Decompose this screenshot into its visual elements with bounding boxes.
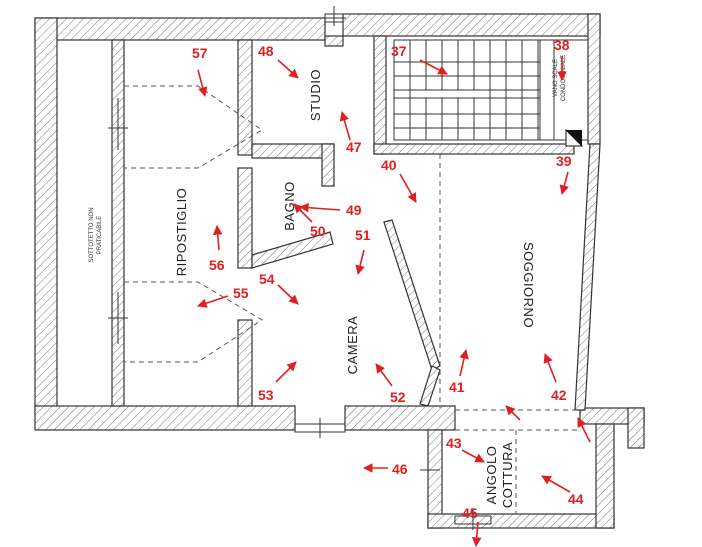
arrow-50 — [293, 203, 313, 223]
wall-left — [34, 17, 58, 411]
room-label-sottotetto-2: PRATICABILE — [97, 216, 103, 255]
wall-soggiorno-right — [574, 143, 601, 411]
photo-point-39: 39 — [556, 153, 572, 169]
room-label-cottura: COTTURA — [500, 442, 515, 508]
room-label-sottotetto-1: SOTTOTETTO NON — [89, 207, 95, 262]
arrow-39 — [559, 171, 569, 195]
wall-camera-diagonal — [383, 219, 441, 371]
room-label-angolo: ANGOLO — [484, 446, 499, 505]
wall-studio-right — [324, 35, 344, 47]
room-label-vano-scale-1: VANO SCALE — [553, 59, 559, 97]
room-labels: STUDIO BAGNO RIPOSTIGLIO CAMERA SOGGIORN… — [89, 55, 567, 508]
wall-right-upper — [587, 13, 601, 145]
wall-kitchen-left — [427, 429, 443, 529]
wall-rip-right-mid — [237, 167, 253, 269]
wall-bottom-left — [34, 405, 296, 431]
walls — [34, 13, 645, 529]
arrow-49 — [299, 202, 341, 213]
photo-point-38: 38 — [554, 37, 570, 53]
dashed-guides — [124, 85, 580, 514]
photo-point-50: 50 — [310, 223, 326, 239]
photo-point-41: 41 — [449, 379, 465, 395]
wall-sottotetto — [111, 39, 125, 407]
photo-point-40: 40 — [381, 157, 397, 173]
photo-point-48: 48 — [258, 43, 274, 59]
photo-point-46: 46 — [392, 461, 408, 477]
photo-point-37: 37 — [391, 43, 407, 59]
wall-top-left — [34, 17, 326, 41]
photo-point-43: 43 — [446, 435, 462, 451]
wall-bottom-right-stub — [627, 407, 645, 449]
arrow-51 — [355, 249, 365, 275]
arrow-41 — [459, 349, 469, 377]
wall-bagno-right — [321, 143, 335, 187]
wall-bottom-mid — [344, 405, 456, 431]
photo-arrows — [197, 56, 591, 547]
arrow-corridor — [505, 405, 521, 421]
room-label-soggiorno: SOGGIORNO — [521, 242, 536, 328]
arrow-43 — [461, 449, 485, 463]
openings — [108, 6, 492, 530]
arrow-45 — [471, 521, 482, 547]
arrow-52 — [375, 363, 393, 387]
wall-rip-right-lower — [237, 319, 253, 407]
photo-point-47: 47 — [346, 139, 362, 155]
photo-numbers: 57 48 37 38 47 40 39 49 50 51 56 54 55 5… — [192, 37, 584, 521]
photo-point-57: 57 — [192, 45, 208, 61]
photo-point-56: 56 — [209, 257, 225, 273]
photo-point-44: 44 — [568, 491, 584, 507]
photo-point-42: 42 — [551, 387, 567, 403]
wall-kitchen-right — [595, 423, 615, 529]
arrow-40 — [399, 173, 417, 203]
photo-point-49: 49 — [346, 202, 362, 218]
wall-bagno-bottom — [251, 231, 334, 269]
arrow-56 — [212, 225, 223, 251]
wall-stair-bottom — [373, 143, 575, 155]
arrow-37 — [419, 59, 448, 75]
arrow-48 — [277, 59, 299, 79]
arrow-44 — [541, 475, 571, 493]
room-label-bagno: BAGNO — [282, 181, 297, 230]
room-label-camera: CAMERA — [345, 316, 360, 375]
wall-top-right — [342, 13, 601, 37]
room-label-studio: STUDIO — [308, 69, 323, 121]
arrow-57 — [197, 69, 208, 97]
arrow-54 — [277, 284, 299, 305]
stair-steps — [394, 40, 540, 140]
photo-point-54: 54 — [259, 271, 275, 287]
arrow-47 — [339, 111, 351, 141]
room-label-ripostiglio: RIPOSTIGLIO — [174, 188, 189, 277]
photo-point-55: 55 — [233, 285, 249, 301]
photo-point-52: 52 — [390, 389, 406, 405]
arrow-42 — [543, 353, 557, 383]
arrow-55 — [197, 295, 229, 308]
wall-stair-left — [373, 35, 387, 155]
stairs — [393, 39, 589, 147]
arrow-53 — [275, 361, 297, 383]
arrow-corner — [577, 417, 591, 443]
photo-point-45: 45 — [462, 505, 478, 521]
wall-rip-right-upper — [237, 39, 253, 156]
wall-camera-diagonal-low — [419, 365, 441, 407]
photo-point-53: 53 — [258, 387, 274, 403]
photo-point-51: 51 — [355, 227, 371, 243]
